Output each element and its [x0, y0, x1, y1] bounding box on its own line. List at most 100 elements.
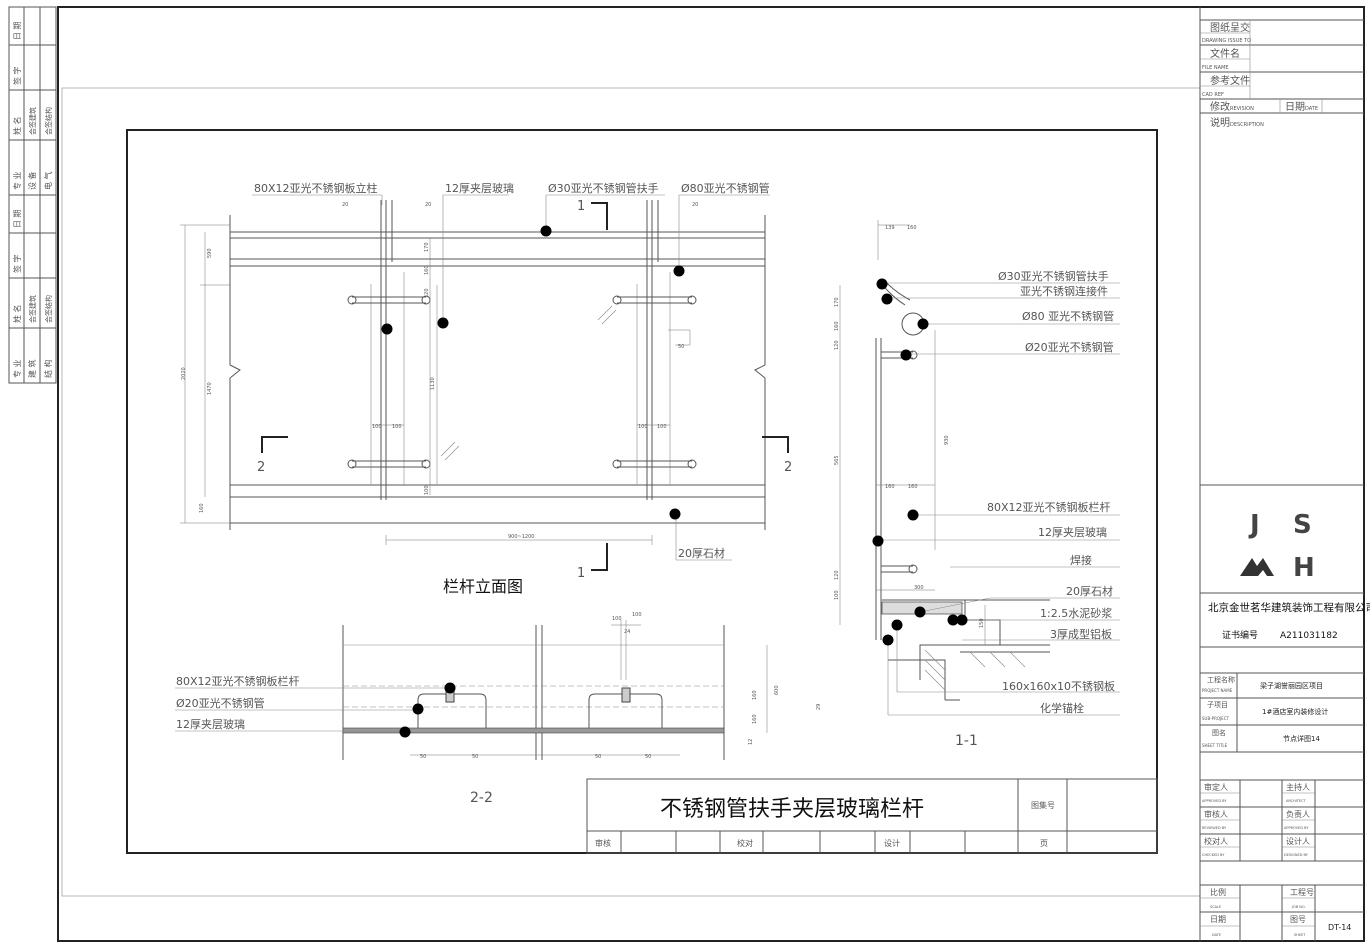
s1-pipe80-label: Ø80 亚光不锈钢管: [1022, 309, 1114, 323]
strip-major-2: 专 业: [12, 359, 22, 378]
approved-label: 审定人: [1204, 782, 1228, 792]
elev-callout-dot: [669, 508, 681, 520]
sheet-label: 图号: [1290, 915, 1306, 924]
s1-callout-dot: [956, 614, 968, 626]
cad-ref-label: 参考文件: [1210, 74, 1250, 87]
sheet-number: DT-14: [1328, 923, 1351, 932]
project-label-en: PROJECT NAME: [1202, 688, 1233, 693]
elev-post-label: 80X12亚光不锈钢板立柱: [254, 181, 378, 195]
dim-120: 120: [424, 288, 430, 298]
revision-en: REVISION: [1230, 106, 1254, 112]
elev-callout-dot: [381, 323, 393, 335]
atlas-no-label: 图集号: [1031, 800, 1055, 810]
s1-connector-label: 亚光不锈钢连接件: [1020, 284, 1108, 298]
s2-callout-dot: [399, 726, 411, 738]
cad-ref-en: CAD REF: [1202, 92, 1224, 98]
revision-label: 修改: [1210, 100, 1230, 113]
section-mark-1-bottom: 1: [577, 566, 585, 581]
dim-170: 170: [424, 242, 430, 252]
strip-struct-major: 结 构: [43, 359, 53, 378]
file-name-label: 文件名: [1210, 47, 1240, 60]
section-2-2: 100 100 24 160 160 600 12 29 50 50 50 50…: [175, 612, 822, 806]
dim-20-b: 20: [425, 202, 431, 208]
elev-stone-label: 20厚石材: [678, 546, 725, 560]
dim-160-left: 160: [199, 503, 205, 513]
main-drawing-title: 不锈钢管扶手夹层玻璃栏杆: [660, 797, 924, 822]
s2-callout-dot: [444, 682, 456, 694]
strip-equip: 会签建筑: [28, 107, 37, 135]
logo-h: H: [1293, 553, 1315, 583]
dim-160-mid-b: 160: [908, 484, 918, 490]
strip-arch-major: 建 筑: [27, 359, 37, 378]
dim-600: 600: [774, 685, 780, 695]
s1-weld-label: 焊接: [1070, 553, 1092, 567]
s1-mortar-label: 1:2.5水泥砂浆: [1040, 606, 1112, 620]
s1-aluminium-label: 3厚成型铝板: [1050, 627, 1112, 641]
drawing-title-block: 不锈钢管扶手夹层玻璃栏杆 图集号 审核 校对 设计 页: [586, 778, 1158, 854]
dim-50-s2d: 50: [645, 754, 651, 760]
s1-callout-dot: [891, 619, 903, 631]
design-label: 设计: [884, 838, 900, 848]
section-mark-2-left: 2: [257, 460, 265, 475]
issue-to-label: 图纸呈交: [1210, 21, 1250, 34]
approved2-label: 负责人: [1286, 809, 1310, 819]
dim-170-s1: 170: [834, 297, 840, 307]
company-name: 北京金世茗华建筑装饰工程有限公司: [1208, 601, 1370, 614]
check-label: 校对: [737, 838, 753, 848]
elevation-title: 栏杆立面图: [443, 577, 523, 596]
scale-label: 比例: [1210, 887, 1226, 897]
dim-100-s2a: 100: [612, 616, 622, 622]
s1-stone-label: 20厚石材: [1066, 584, 1113, 598]
sheet-title: 节点详图14: [1283, 734, 1320, 743]
page-label: 页: [1040, 839, 1048, 848]
dim-565: 565: [834, 455, 840, 465]
s1-callout-dot: [917, 318, 929, 330]
strip-elec: 会签结构: [44, 107, 53, 135]
s1-pipe20-label: Ø20亚光不锈钢管: [1025, 340, 1114, 354]
dim-160-top: 160: [907, 225, 917, 231]
date-en: DATE: [1305, 106, 1318, 112]
dim-50-s2a: 50: [420, 754, 426, 760]
date2-label: 日期: [1210, 915, 1226, 924]
strip-major-1: 专 业: [12, 171, 22, 190]
section-2-2-title: 2-2: [470, 790, 493, 806]
dim-100-d: 100: [657, 424, 667, 430]
file-name-en: FILE NAME: [1202, 65, 1229, 71]
s1-callout-dot: [876, 278, 888, 290]
s1-callout-dot: [947, 614, 959, 626]
s1-plate-label: 80X12亚光不锈钢板栏杆: [987, 500, 1111, 514]
designed-en: DESIGNED BY: [1284, 853, 1309, 857]
dim-12: 12: [748, 739, 754, 745]
sheet-en: SHEET: [1294, 933, 1306, 937]
right-title-panel: 图纸呈交 DRAWING ISSUE TO 文件名 FILE NAME 参考文件…: [1200, 19, 1370, 941]
elevation-view: 590 1470 2020 160 170 160 120 100 1130 1…: [180, 181, 792, 596]
sheet-title-label-en: SHEET TITLE: [1202, 743, 1228, 748]
job-no-en: JOB NO.: [1291, 905, 1306, 909]
description-label: 说明: [1210, 116, 1230, 129]
strip-elec-major: 电 气: [43, 171, 53, 190]
dim-100-s1: 100: [834, 590, 840, 600]
dim-50: 50: [678, 344, 684, 350]
dim-160-s2b: 160: [752, 714, 758, 724]
logo-s: S: [1293, 510, 1312, 540]
s1-callout-dot: [900, 349, 912, 361]
dim-300: 300: [914, 585, 924, 591]
dim-100-bottom: 100: [424, 485, 430, 495]
subproject-name: 1#酒店室内装修设计: [1262, 707, 1328, 716]
job-no-label: 工程号: [1290, 888, 1314, 897]
section-1-1: 139 160 170 160 120 565 120 100 930 160 …: [834, 220, 1120, 749]
s2-glass-label: 12厚夹层玻璃: [176, 717, 245, 731]
dim-50-s2c: 50: [595, 754, 601, 760]
description-en: DESCRIPTION: [1230, 122, 1264, 128]
subproject-label-en: SUB-PROJECT: [1202, 716, 1229, 721]
architect-label: 主持人: [1286, 782, 1310, 792]
dim-120-s1: 120: [834, 340, 840, 350]
left-signature-strip: 日 期 签 字 姓 名 专 业 日 期 签 字 姓 名 专 业 会签建筑 设 备…: [8, 6, 57, 384]
dim-29: 29: [816, 704, 822, 710]
strip-date-1: 日 期: [13, 21, 22, 40]
elev-handrail-label: Ø30亚光不锈钢管扶手: [548, 181, 659, 195]
dim-24: 24: [624, 629, 630, 635]
dim-100-s2b: 100: [632, 612, 642, 618]
dim-160-s2a: 160: [752, 690, 758, 700]
